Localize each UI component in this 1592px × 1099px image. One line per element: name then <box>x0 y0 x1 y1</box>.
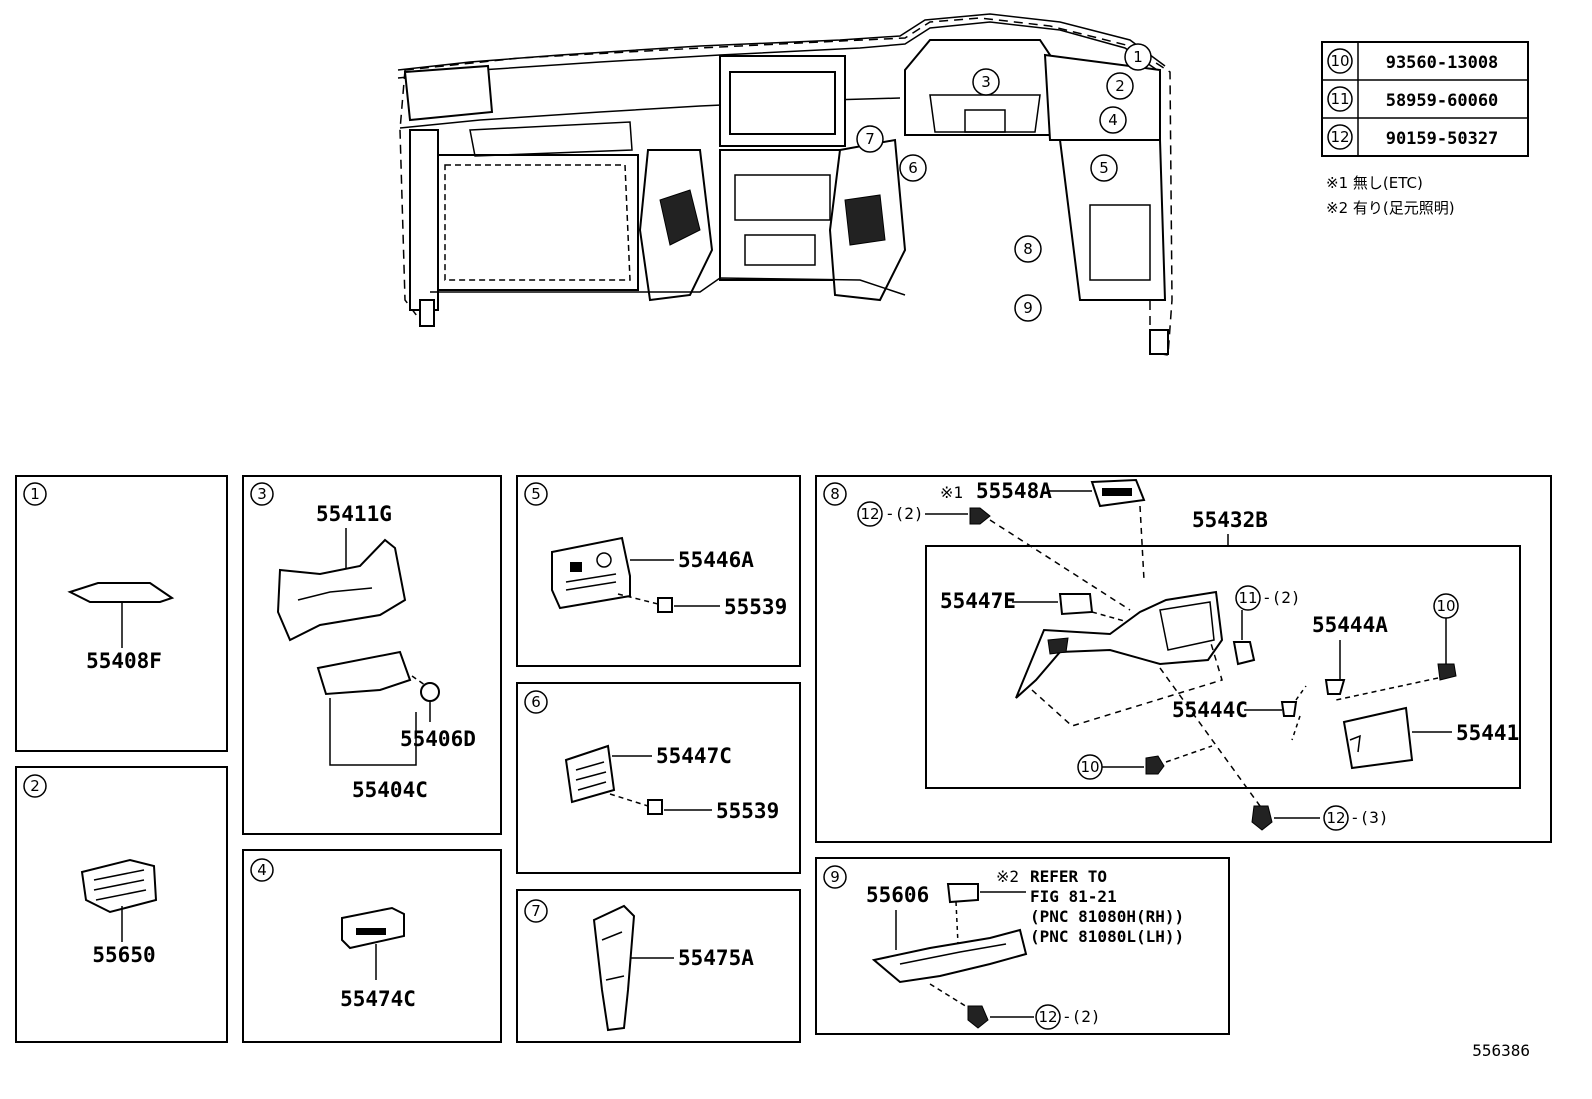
svg-text:3: 3 <box>981 73 991 91</box>
p8-qty-a: -(2) <box>885 504 924 523</box>
part-55606-shape <box>871 928 1028 984</box>
part-label-55408f: 55408F <box>86 649 162 673</box>
part-55475a-shape <box>592 904 636 1032</box>
overview-callout-5: 5 <box>1090 154 1118 182</box>
part-label-55606: 55606 <box>866 883 929 907</box>
refer-line-4: (PNC 81080L(LH)) <box>1030 927 1184 946</box>
refer-line-1: REFER TO <box>1030 867 1107 886</box>
panel-7: 7 55475A <box>516 889 801 1043</box>
svg-text:10: 10 <box>1330 52 1349 70</box>
overview-callout-9: 9 <box>1014 294 1042 322</box>
panel-6: 6 55447C 55539 <box>516 682 801 874</box>
part-55446a-shape <box>551 536 631 610</box>
part-label-55539-a: 55539 <box>724 595 787 619</box>
part-label-55650: 55650 <box>92 943 155 967</box>
part-55411g-shape <box>276 538 407 642</box>
svg-text:11: 11 <box>1330 90 1349 108</box>
part-label-55411g: 55411G <box>316 502 392 526</box>
svg-text:4: 4 <box>1108 111 1118 129</box>
p8-circ-a: 12 <box>860 505 879 523</box>
part-55447e-shape <box>1058 593 1094 616</box>
diagram-id: 556386 <box>1472 1041 1530 1060</box>
part-label-55444c: 55444C <box>1172 698 1248 722</box>
overview-callout-6: 6 <box>899 154 927 182</box>
connector-shape <box>946 883 979 904</box>
part-55441-shape <box>1342 706 1414 770</box>
part-label-55432b: 55432B <box>1192 508 1268 532</box>
reference-table: 10 93560-13008 11 58959-60060 12 90159-5… <box>1321 41 1529 217</box>
panel-2: 2 55650 <box>15 766 228 1043</box>
svg-text:6: 6 <box>908 159 918 177</box>
svg-text:2: 2 <box>1115 77 1125 95</box>
p9-circ: 12 <box>1038 1008 1057 1026</box>
part-55408f-shape <box>67 582 175 603</box>
p8-qty-b: -(2) <box>1262 588 1301 607</box>
part-label-55441: 55441 <box>1456 721 1519 745</box>
part-label-55406d: 55406D <box>400 727 476 751</box>
svg-text:9: 9 <box>1023 299 1033 317</box>
panel-5: 5 55446A 55539 <box>516 475 801 667</box>
panel-5-index: 5 <box>531 485 541 503</box>
note-2: ※2 有り(足元照明) <box>1326 199 1455 217</box>
part-label-55444a: 55444A <box>1312 613 1388 637</box>
part-label-55539-b: 55539 <box>716 799 779 823</box>
panel-1: 1 55408F <box>15 475 228 752</box>
svg-text:8: 8 <box>1023 240 1033 258</box>
svg-text:58959-60060: 58959-60060 <box>1386 91 1499 111</box>
panel-8: 8 ※1 55548A 12 -(2) 55432B 55447E 11 -(2… <box>815 475 1552 843</box>
overview-callout-8: 8 <box>1014 235 1042 263</box>
panel-3-index: 3 <box>257 485 267 503</box>
panel-4: 4 55474C <box>242 849 502 1043</box>
p8-circ-d: 10 <box>1080 758 1099 776</box>
p8-circ-b: 11 <box>1238 589 1257 607</box>
panel-3: 3 55411G 55406D 55404C <box>242 475 502 835</box>
dashboard-overview: 1 2 3 4 5 6 7 8 <box>397 13 1173 356</box>
p8-qty-c: -(3) <box>1350 808 1389 827</box>
mark-2: ※2 <box>996 867 1019 886</box>
p9-qty: -(2) <box>1062 1007 1101 1026</box>
svg-text:7: 7 <box>865 130 875 148</box>
part-label-55404c: 55404C <box>352 778 428 802</box>
panel-8-index: 8 <box>830 485 840 503</box>
note-1: ※1 無し(ETC) <box>1326 174 1423 192</box>
part-label-55447e: 55447E <box>940 589 1016 613</box>
overview-callout-1: 1 <box>1124 43 1152 71</box>
part-label-55447c: 55447C <box>656 744 732 768</box>
panel-4-index: 4 <box>257 861 267 879</box>
ref-row-12: 12 90159-50327 <box>1327 124 1499 150</box>
overview-callout-3: 3 <box>972 68 1000 96</box>
part-55447c-shape <box>564 744 616 804</box>
part-label-55548a: 55548A <box>976 479 1052 503</box>
ref-row-11: 11 58959-60060 <box>1327 86 1499 112</box>
panel-1-index: 1 <box>30 485 40 503</box>
ref-row-10: 10 93560-13008 <box>1327 48 1499 74</box>
panel-6-index: 6 <box>531 693 541 711</box>
panel-9-index: 9 <box>830 868 840 886</box>
svg-text:93560-13008: 93560-13008 <box>1386 53 1499 73</box>
overview-callout-4: 4 <box>1099 106 1127 134</box>
p8-circ-e: 12 <box>1326 809 1345 827</box>
part-label-55474c: 55474C <box>340 987 416 1011</box>
part-label-55446a: 55446A <box>678 548 754 572</box>
mark-1: ※1 <box>940 483 963 502</box>
panel-2-index: 2 <box>30 777 40 795</box>
svg-text:90159-50327: 90159-50327 <box>1386 129 1499 149</box>
overview-callout-2: 2 <box>1106 72 1134 100</box>
p8-circ-c: 10 <box>1436 597 1455 615</box>
svg-text:1: 1 <box>1133 48 1143 66</box>
svg-text:12: 12 <box>1330 128 1349 146</box>
refer-line-3: (PNC 81080H(RH)) <box>1030 907 1184 926</box>
part-55404c-shape <box>316 650 412 696</box>
overview-callout-7: 7 <box>856 125 884 153</box>
panel-7-index: 7 <box>531 902 541 920</box>
panel-9: 9 55606 ※2 REFER TO FIG 81-21 (PNC 81080… <box>815 857 1230 1035</box>
part-label-55475a: 55475A <box>678 946 754 970</box>
refer-line-2: FIG 81-21 <box>1030 887 1117 906</box>
svg-text:5: 5 <box>1099 159 1109 177</box>
